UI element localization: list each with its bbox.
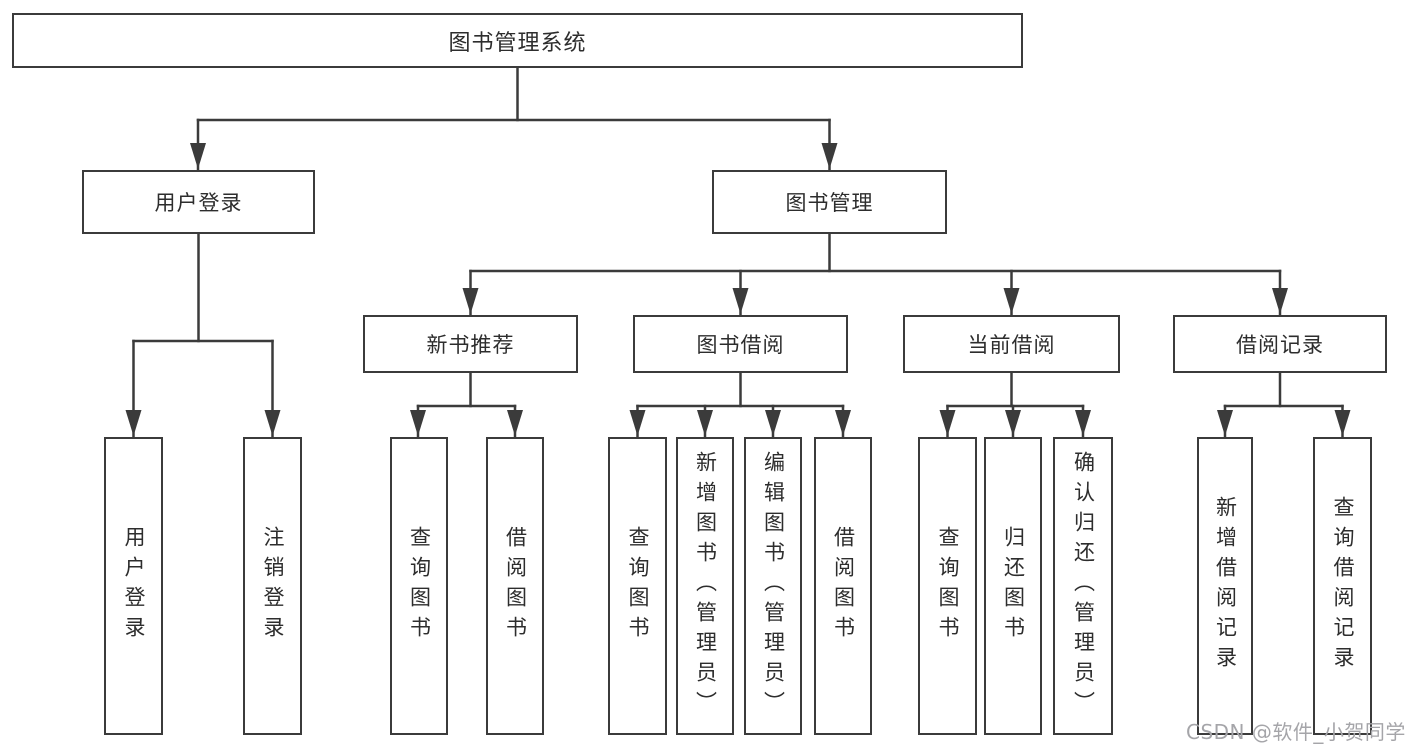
node-book-borrow: 图书借阅 <box>633 315 848 373</box>
connector-borrow-record-children <box>1217 371 1351 438</box>
leaf-label: 新增图书（管理员） <box>693 451 718 721</box>
leaf-logout: 注销登录 <box>243 437 302 735</box>
node-root: 图书管理系统 <box>12 13 1023 68</box>
leaf-add-book-admin: 新增图书（管理员） <box>676 437 734 735</box>
leaf-return-books: 归还图书 <box>984 437 1042 735</box>
leaf-label: 确认归还（管理员） <box>1071 451 1096 721</box>
leaf-query-books-borrow: 查询图书 <box>608 437 667 735</box>
leaf-label: 查询图书 <box>407 526 432 646</box>
leaf-edit-book-admin: 编辑图书（管理员） <box>744 437 802 735</box>
connector-book-mgmt-to-level3 <box>462 232 1288 316</box>
connector-current-borrow-children <box>939 371 1091 438</box>
leaf-confirm-return-admin: 确认归还（管理员） <box>1053 437 1113 735</box>
leaf-label: 新增借阅记录 <box>1213 496 1238 676</box>
leaf-label: 借阅图书 <box>503 526 528 646</box>
leaf-borrow-books: 借阅图书 <box>814 437 872 735</box>
leaf-label: 归还图书 <box>1001 526 1026 646</box>
connector-root-to-level2 <box>190 66 838 171</box>
leaf-label: 借阅图书 <box>831 526 856 646</box>
leaf-query-borrow-record: 查询借阅记录 <box>1313 437 1372 735</box>
leaf-borrow-books-newbook: 借阅图书 <box>486 437 544 735</box>
node-book-mgmt: 图书管理 <box>712 170 947 234</box>
leaf-label: 查询图书 <box>936 526 960 646</box>
leaf-label: 编辑图书（管理员） <box>761 451 786 721</box>
leaf-label: 用户登录 <box>122 526 146 646</box>
node-current-borrow: 当前借阅 <box>903 315 1120 373</box>
leaf-query-books-current: 查询图书 <box>918 437 977 735</box>
leaf-add-borrow-record: 新增借阅记录 <box>1197 437 1253 735</box>
leaf-query-books-newbook: 查询图书 <box>390 437 448 735</box>
leaf-label: 注销登录 <box>261 526 285 646</box>
leaf-label: 查询借阅记录 <box>1331 496 1355 676</box>
node-user-login: 用户登录 <box>82 170 315 234</box>
node-borrow-record: 借阅记录 <box>1173 315 1387 373</box>
node-new-book: 新书推荐 <box>363 315 578 373</box>
watermark-csdn: CSDN @软件_小贺同学 <box>1186 720 1405 744</box>
leaf-user-login: 用户登录 <box>104 437 163 735</box>
leaf-label: 查询图书 <box>626 526 650 646</box>
connector-user-login-children <box>125 232 281 438</box>
connector-book-borrow-children <box>629 371 851 438</box>
connector-new-book-children <box>410 371 523 438</box>
